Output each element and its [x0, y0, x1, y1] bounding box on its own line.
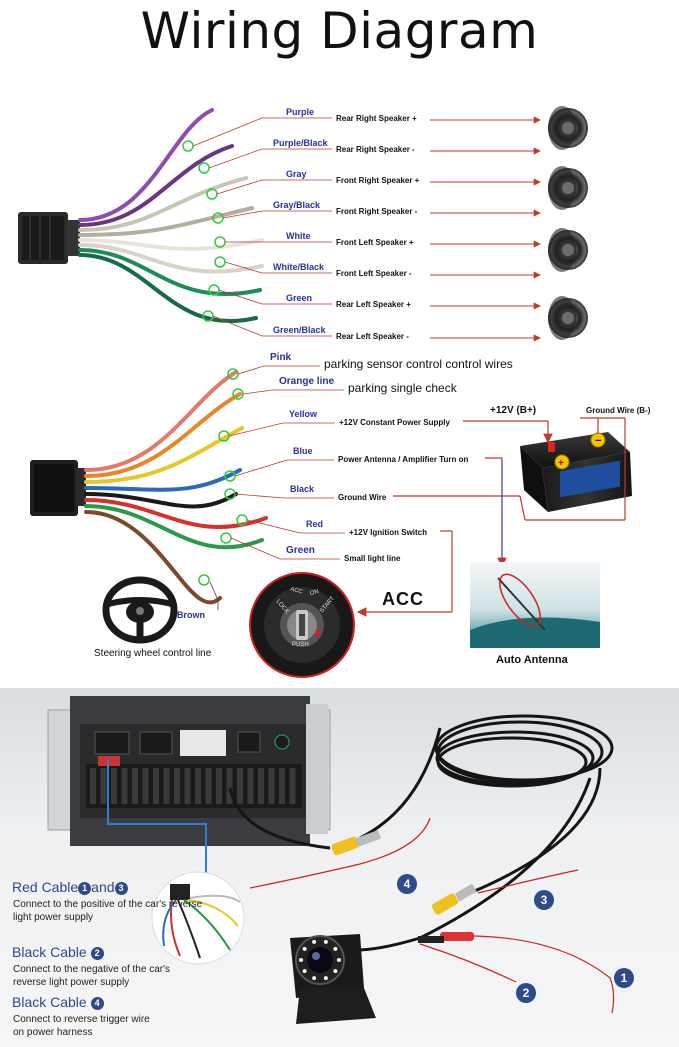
ignition-switch [249, 572, 355, 678]
speaker-wire [78, 248, 262, 297]
antenna-caption: Auto Antenna [496, 654, 568, 666]
speaker-wire [78, 253, 258, 324]
wire-color-label: Black [290, 484, 315, 494]
auto-antenna-photo [470, 562, 600, 648]
wire-marker [182, 140, 194, 152]
reverse-camera [290, 934, 376, 1024]
note-red-cable-text: Connect to the positive of the car's rev… [13, 899, 203, 923]
wire-function-label: Rear Right Speaker + [336, 114, 417, 123]
wire-marker [198, 162, 210, 174]
number-badge: 3 [114, 882, 128, 895]
speaker-wire [78, 206, 254, 237]
wire-harness [151, 871, 245, 965]
wire-function-label: parking sensor control control wires [324, 357, 513, 371]
acc-label: ACC [382, 589, 424, 609]
wire-function-label: Steering wheel control line [94, 648, 212, 659]
wire-color-label: Green [286, 545, 315, 556]
power-arrows [356, 417, 626, 617]
rca-plug [331, 830, 477, 943]
power-connector [30, 460, 86, 516]
wire-color-label: Pink [270, 352, 292, 363]
speaker-arrows [192, 116, 541, 342]
callout-4: 4 [397, 874, 417, 894]
wire-function-label: Rear Left Speaker + [336, 300, 411, 309]
note-black-cable-4-heading: Black Cable 4 [12, 994, 104, 1010]
speaker-icon [548, 296, 588, 340]
battery-positive-label: +12V (B+) [490, 405, 537, 416]
power-wire [84, 504, 264, 550]
number-badge: 1 [78, 882, 92, 895]
wire-function-label: parking single check [348, 381, 457, 395]
speaker-wire [78, 144, 234, 227]
speaker-wire [78, 176, 248, 232]
battery-ground-label: Ground Wire (B-) [586, 406, 651, 415]
callout-1: 1 [614, 968, 634, 988]
steering-wheel-icon [102, 576, 178, 644]
wire-marker [214, 256, 226, 268]
note-black-cable-2-heading: Black Cable 2 [12, 944, 104, 960]
ignition-push: PUSH [292, 642, 309, 648]
reverse-camera-graphics [47, 696, 615, 1024]
wire-color-label: Orange line [279, 376, 335, 387]
power-wire [84, 510, 222, 605]
wire-color-label: White [286, 231, 311, 241]
wire-color-label: Purple/Black [273, 138, 328, 148]
wire-color-label: Green/Black [273, 325, 326, 335]
wire-function-label: +12V Constant Power Supply [339, 418, 450, 427]
wire-color-label: Red [306, 519, 324, 529]
wire-function-label: Front Right Speaker + [336, 176, 420, 185]
speaker-icon [548, 228, 588, 272]
wire-function-label: Rear Left Speaker - [336, 332, 409, 341]
wire-color-label: Gray [286, 169, 307, 179]
speaker-wire [78, 243, 264, 274]
wire-marker [220, 532, 232, 544]
power-wires [84, 365, 345, 610]
wire-marker [198, 574, 210, 586]
wire-function-label: Power Antenna / Amplifier Turn on [338, 455, 469, 464]
wire-color-label: Gray/Black [273, 200, 321, 210]
wire-function-label: Ground Wire [338, 493, 387, 502]
wire-function-label: Front Left Speaker - [336, 269, 412, 278]
wire-function-label: Small light line [344, 554, 401, 563]
note-black-cable-2-text: Connect to the negative of the car's rev… [13, 964, 171, 988]
wire-color-label: Blue [293, 446, 313, 456]
diagram-graphics: + − [18, 106, 632, 678]
speaker-wires [78, 108, 264, 324]
svg-text:−: − [595, 435, 601, 447]
callout-3: 3 [534, 890, 554, 910]
power-wire [84, 426, 244, 484]
note-black-cable-4-text: Connect to reverse trigger wire on power… [13, 1014, 150, 1038]
power-wire [84, 492, 238, 509]
wire-color-label: White/Black [273, 262, 325, 272]
wire-color-label: Yellow [289, 409, 318, 419]
car-battery: + − [520, 432, 632, 512]
svg-text:+: + [558, 458, 564, 469]
wire-function-label: Front Left Speaker + [336, 238, 414, 247]
speaker-icon [548, 166, 588, 210]
wire-function-label: Front Right Speaker - [336, 207, 418, 216]
speaker-icons [548, 106, 588, 340]
power-wire [84, 392, 242, 478]
wire-color-label: Brown [177, 610, 205, 620]
speaker-wire [78, 238, 264, 251]
speaker-connector [18, 212, 80, 264]
wire-function-label: Rear Right Speaker - [336, 145, 415, 154]
number-badge: 4 [90, 997, 104, 1010]
wire-color-label: Green [286, 293, 313, 303]
number-badge: 2 [90, 947, 104, 960]
wire-function-label: +12V Ignition Switch [349, 528, 428, 537]
callout-2: 2 [516, 983, 536, 1003]
wire-color-label: Purple [286, 107, 315, 117]
power-wire [84, 370, 238, 472]
speaker-icon [548, 106, 588, 150]
page-title: Wiring Diagram [140, 2, 539, 60]
extension-cable [228, 714, 614, 952]
power-wire [84, 468, 242, 492]
head-unit [47, 696, 331, 846]
speaker-wire [78, 108, 214, 222]
